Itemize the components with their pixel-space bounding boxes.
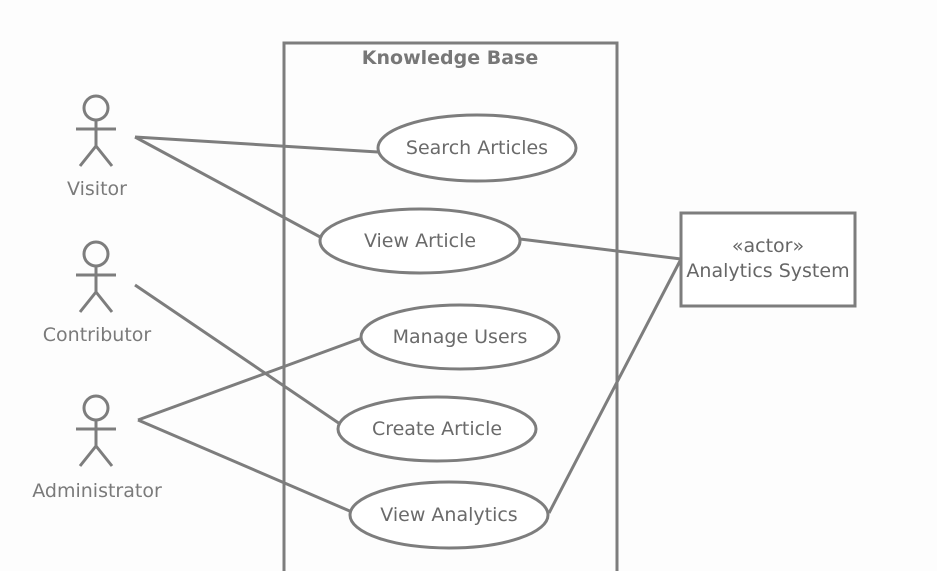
use-case-create-article: Create Article	[336, 395, 538, 463]
actor-administrator: Administrator	[32, 394, 162, 502]
use-case-label: View Article	[364, 230, 476, 252]
stick-figure-icon	[76, 240, 116, 313]
association-visitor-view-article	[134, 135, 323, 240]
use-case-search-articles: Search Articles	[376, 113, 578, 183]
associations	[134, 135, 683, 514]
actor-contributor: Contributor	[43, 240, 152, 346]
association-visitor-search	[134, 135, 379, 154]
external-system-analytics: «actor» Analytics System	[679, 211, 857, 308]
use-case-manage-users: Manage Users	[359, 303, 561, 371]
use-case-view-analytics: View Analytics	[348, 480, 550, 550]
external-system-box	[679, 211, 857, 308]
system-boundary-title: Knowledge Base	[362, 47, 538, 69]
actor-label: Visitor	[67, 178, 127, 200]
use-case-ellipse	[376, 113, 578, 183]
use-case-label: Search Articles	[406, 137, 548, 159]
stick-figure-icon	[76, 394, 116, 467]
stick-figure-icon	[76, 94, 116, 167]
external-system-stereotype: «actor»	[732, 235, 804, 257]
use-case-ellipse	[318, 207, 522, 275]
use-case-label: View Analytics	[380, 504, 517, 526]
actor-label: Contributor	[43, 324, 152, 346]
use-case-ellipse	[336, 395, 538, 463]
use-case-label: Create Article	[372, 418, 502, 440]
association-administrator-view-analytics	[137, 418, 353, 514]
system-boundary-frame	[282, 41, 619, 571]
use-case-ellipse	[348, 480, 550, 550]
association-view-article-analytics-system	[519, 237, 682, 261]
association-view-analytics-analytics-system	[547, 258, 683, 514]
association-contributor-create-article	[134, 283, 344, 428]
system-boundary: Knowledge Base	[282, 41, 619, 571]
association-administrator-manage-users	[137, 336, 363, 422]
actor-visitor: Visitor	[67, 94, 127, 200]
use-case-ellipse	[359, 303, 561, 371]
external-system-label: Analytics System	[686, 260, 849, 282]
use-case-label: Manage Users	[393, 326, 528, 348]
actor-label: Administrator	[32, 480, 162, 502]
use-case-view-article: View Article	[318, 207, 522, 275]
